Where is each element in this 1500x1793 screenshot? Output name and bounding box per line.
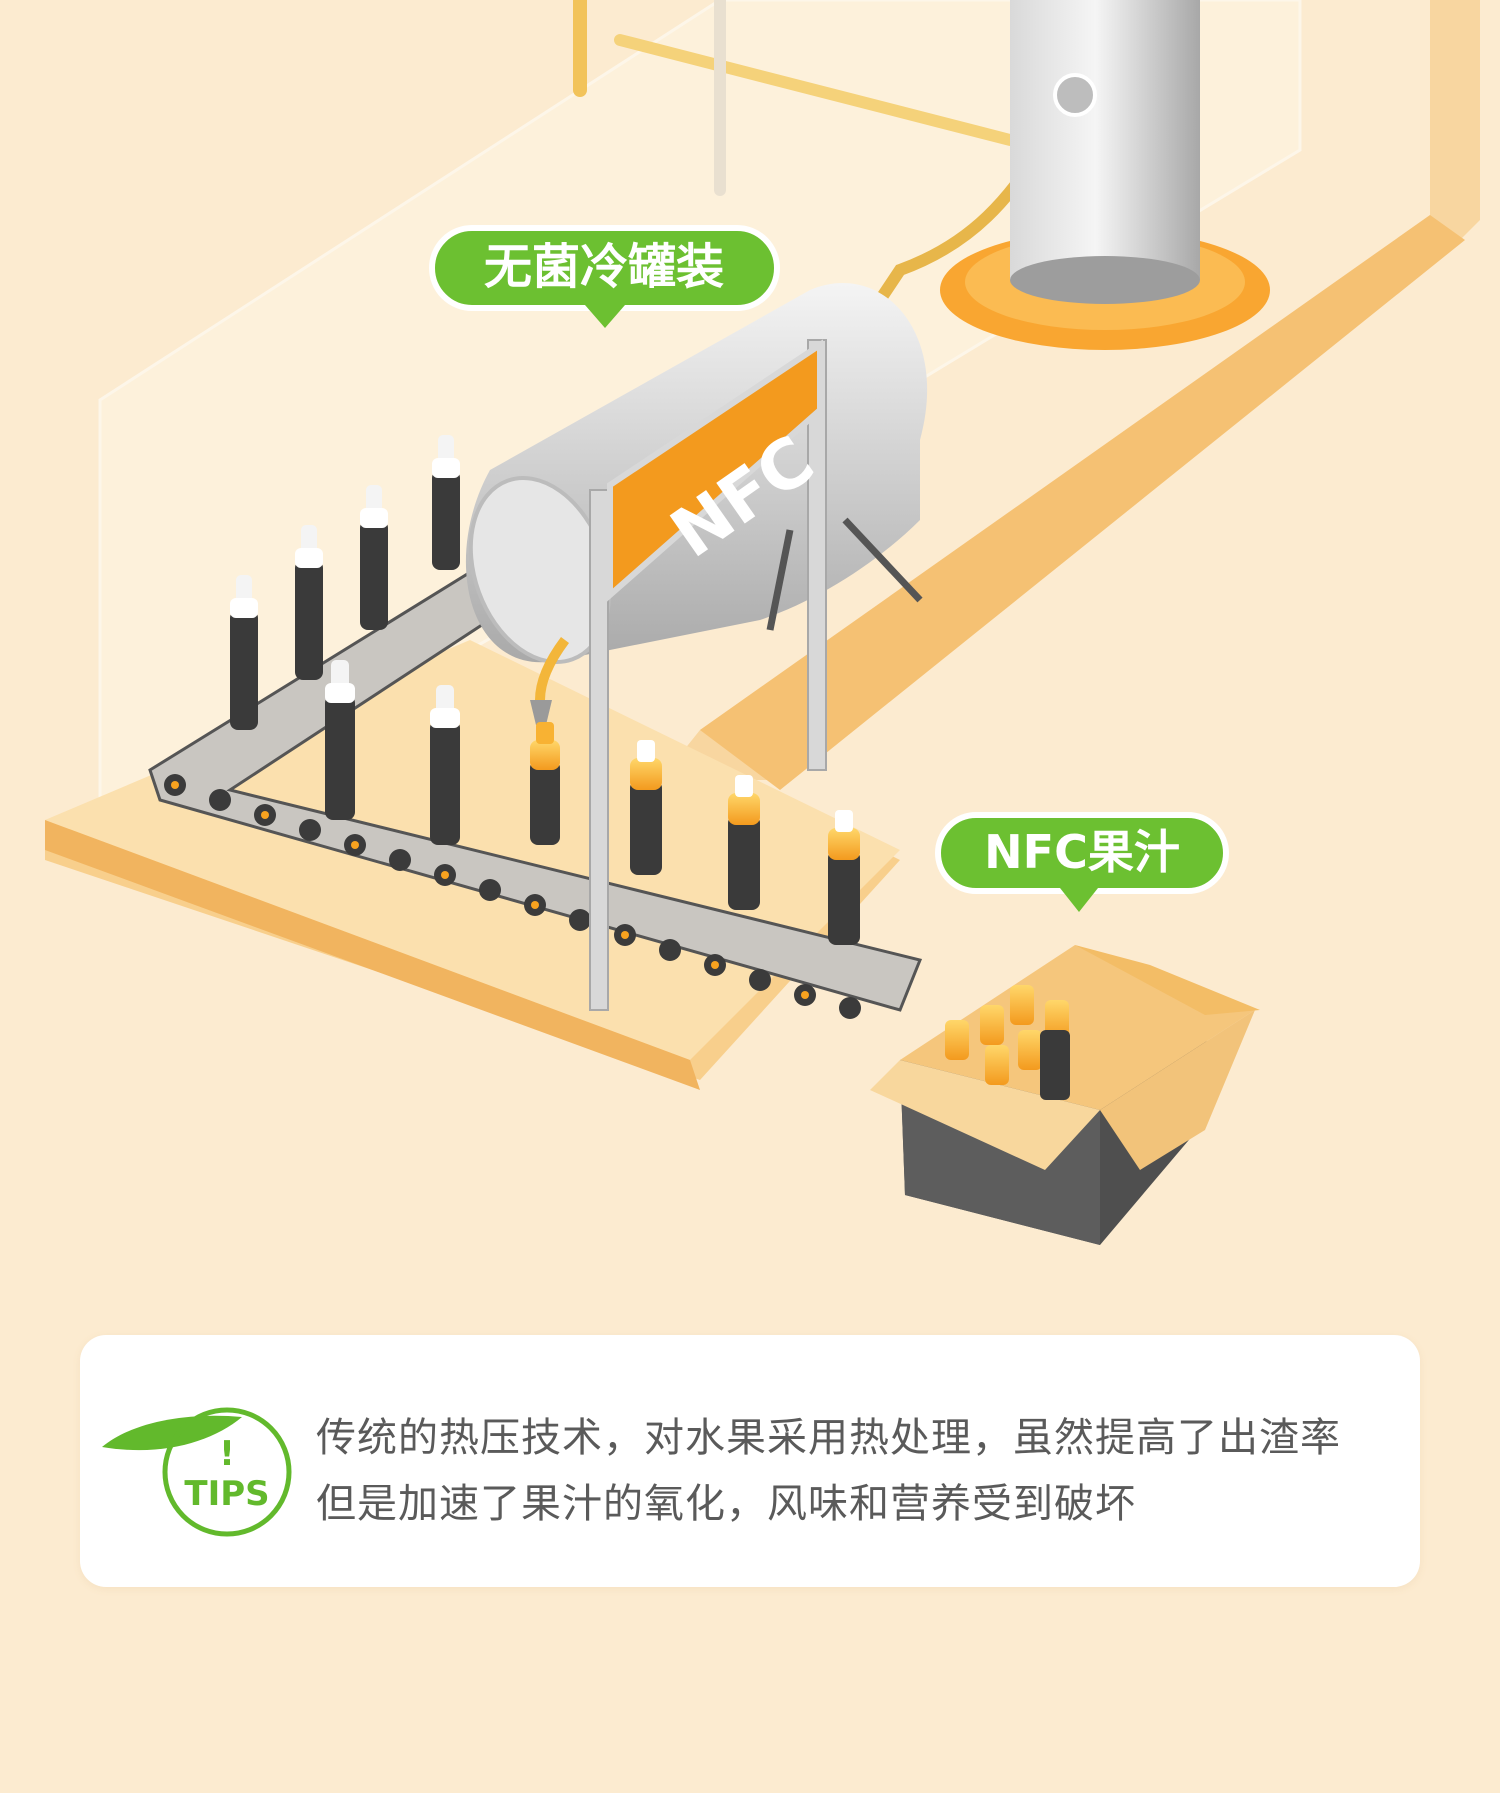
label-aseptic-canning: 无菌冷罐装 (429, 225, 780, 328)
tips-line-2: 但是加速了果汁的氧化，风味和营养受到破坏 (316, 1481, 1136, 1527)
label-nfc-juice-text: NFC果汁 (984, 825, 1180, 879)
label-nfc-juice: NFC果汁 (935, 812, 1229, 912)
tips-badge: ! TIPS (102, 1407, 292, 1537)
label-aseptic-canning-text: 无菌冷罐装 (484, 239, 724, 295)
empty-bottles (230, 435, 460, 845)
juice-box-carton (870, 945, 1260, 1245)
leaf-icon (102, 1415, 242, 1451)
back-platform (600, 0, 1480, 790)
filled-bottles (530, 722, 860, 945)
tips-card: ! TIPS 传统的热压技术，对水果采用热处理，虽然提高了出渣率 但是加速了果汁… (80, 1335, 1420, 1587)
tips-text: 传统的热压技术，对水果采用热处理，虽然提高了出渣率 但是加速了果汁的氧化，风味和… (316, 1405, 1396, 1537)
storage-tower (940, 0, 1270, 350)
tips-line-1: 传统的热压技术，对水果采用热处理，虽然提高了出渣率 (316, 1415, 1341, 1461)
tips-label: TIPS (184, 1474, 269, 1514)
tips-exclamation: ! (219, 1434, 235, 1474)
production-line-illustration: NFC 无菌冷罐装 (45, 0, 1480, 1245)
